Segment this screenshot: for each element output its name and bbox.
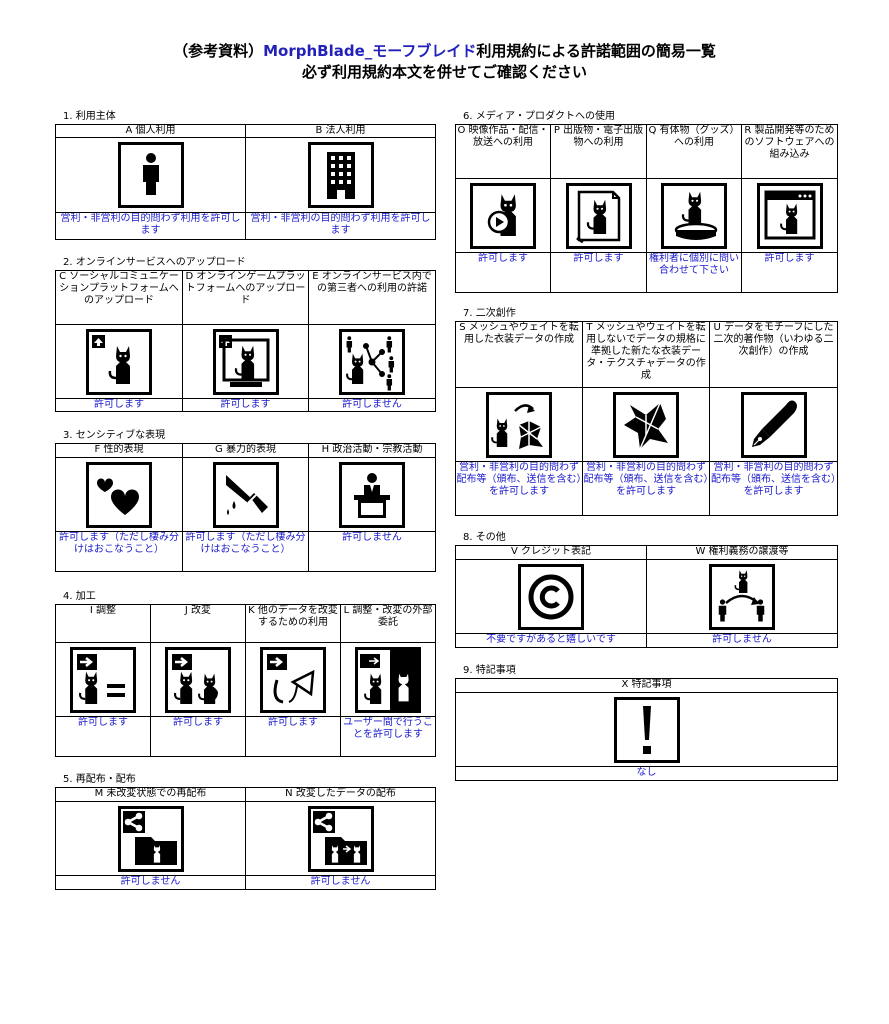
- upload-game-icon: [212, 328, 279, 395]
- result-a: 営利・非営利の目的問わず利用を許可します: [55, 212, 246, 240]
- header-a: A 個人利用: [55, 124, 246, 138]
- header-s: S メッシュやウェイトを転用した衣装データの作成: [455, 321, 583, 388]
- header-e: E オンラインサービス内での第三者への利用の許諾: [308, 270, 436, 325]
- header-b: B 法人利用: [245, 124, 436, 138]
- section-title: 8. その他: [463, 532, 506, 543]
- header-r: R 製品開発等のためのソフトウェアへの組み込み: [741, 124, 838, 179]
- result-g: 許可します（ただし棲み分けはおこなうこと）: [182, 531, 309, 572]
- header-m: M 未改変状態での再配布: [55, 787, 246, 802]
- result-p: 許可します: [550, 252, 647, 293]
- result-l: ユーザー間で行うことを許可します: [340, 716, 436, 757]
- new-outfit-icon: [613, 391, 679, 458]
- share-modified-folder-icon: [307, 805, 374, 872]
- header-v: V クレジット表記: [455, 545, 647, 560]
- result-v: 不要ですがあると嬉しいです: [455, 633, 647, 648]
- adjust-equal-icon: [70, 646, 136, 713]
- page-title: （参考資料）MorphBlade_モーフブレイド利用規約による許諾範囲の簡易一覧: [0, 41, 889, 61]
- title-prefix: （参考資料）: [173, 42, 264, 60]
- section-title: 2. オンラインサービスへのアップロード: [63, 257, 246, 268]
- person-icon: [117, 142, 184, 208]
- section-title: 6. メディア・プロダクトへの使用: [463, 111, 616, 122]
- building-icon: [307, 142, 374, 208]
- upload-cat-icon: [86, 328, 152, 395]
- section-title: 5. 再配布・配布: [63, 774, 136, 785]
- header-x: X 特記事項: [455, 678, 838, 693]
- transfer-rights-icon: [709, 563, 775, 630]
- result-w: 許可しません: [646, 633, 838, 648]
- section-title: 9. 特記事項: [463, 665, 516, 676]
- title-brand: MorphBlade_モーフブレイド: [263, 42, 477, 60]
- hearts-icon: [86, 461, 152, 528]
- title-suffix: 利用規約による許諾範囲の簡易一覧: [476, 42, 716, 60]
- result-d: 許可します: [182, 398, 309, 412]
- podium-speaker-icon: [339, 461, 405, 528]
- share-network-icon: [339, 328, 405, 395]
- result-e: 許可しません: [308, 398, 436, 412]
- header-c: C ソーシャルコミュニケーションプラットフォームへのアップロード: [55, 270, 183, 325]
- result-h: 許可しません: [308, 531, 436, 572]
- bow-parts-icon: [260, 646, 326, 713]
- result-k: 許可します: [245, 716, 341, 757]
- software-cat-icon: [756, 182, 823, 249]
- header-d: D オンラインゲームプラットフォームへのアップロード: [182, 270, 309, 325]
- result-x: なし: [455, 766, 838, 781]
- header-p: P 出版物・電子出版物への利用: [550, 124, 647, 179]
- pen-nib-icon: [740, 391, 807, 458]
- header-i: I 調整: [55, 604, 151, 643]
- knife-icon: [212, 461, 279, 528]
- result-f: 許可します（ただし棲み分けはおこなうこと）: [55, 531, 183, 572]
- result-n: 許可しません: [245, 875, 436, 890]
- header-t: T メッシュやウェイトを転用しないでデータの規格に準拠した新たな衣装データ・テク…: [582, 321, 710, 388]
- header-n: N 改変したデータの配布: [245, 787, 436, 802]
- result-s: 営利・非営利の目的問わず配布等（頒布、送信を含む）を許可します: [455, 461, 583, 516]
- section-title: 1. 利用主体: [63, 111, 116, 122]
- exclamation-icon: [613, 696, 680, 763]
- header-q: Q 有体物（グッズ）への利用: [646, 124, 742, 179]
- header-h: H 政治活動・宗教活動: [308, 443, 436, 458]
- header-k: K 他のデータを改変するための利用: [245, 604, 341, 643]
- section-title: 4. 加工: [63, 591, 96, 602]
- book-cat-icon: [565, 182, 632, 249]
- copyright-icon: [518, 563, 584, 630]
- result-m: 許可しません: [55, 875, 246, 890]
- modify-icon: [165, 646, 231, 713]
- video-cat-icon: [470, 182, 536, 249]
- result-c: 許可します: [55, 398, 183, 412]
- result-j: 許可します: [150, 716, 246, 757]
- section-title: 7. 二次創作: [463, 308, 516, 319]
- result-r: 許可します: [741, 252, 838, 293]
- header-g: G 暴力的表現: [182, 443, 309, 458]
- result-o: 許可します: [455, 252, 551, 293]
- header-j: J 改変: [150, 604, 246, 643]
- result-q: 権利者に個別に問い合わせて下さい: [646, 252, 742, 293]
- share-folder-icon: [117, 805, 184, 872]
- header-u: U データをモチーフにした二次的著作物（いわゆる二次創作）の作成: [709, 321, 838, 388]
- mesh-transfer-icon: [486, 391, 552, 458]
- section-title: 3. センシティブな表現: [63, 430, 166, 441]
- header-o: O 映像作品・配信・放送への利用: [455, 124, 551, 179]
- result-b: 営利・非営利の目的問わず利用を許可します: [245, 212, 436, 240]
- header-w: W 権利義務の譲渡等: [646, 545, 838, 560]
- result-i: 許可します: [55, 716, 151, 757]
- header-f: F 性的表現: [55, 443, 183, 458]
- figure-cat-icon: [661, 182, 727, 249]
- result-t: 営利・非営利の目的問わず配布等（頒布、送信を含む）を許可します: [582, 461, 710, 516]
- header-l: L 調整・改変の外部委託: [340, 604, 436, 643]
- outsource-icon: [355, 646, 421, 713]
- page-subtitle: 必ず利用規約本文を併せてご確認ください: [301, 63, 587, 81]
- result-u: 営利・非営利の目的問わず配布等（頒布、送信を含む）を許可します: [709, 461, 838, 516]
